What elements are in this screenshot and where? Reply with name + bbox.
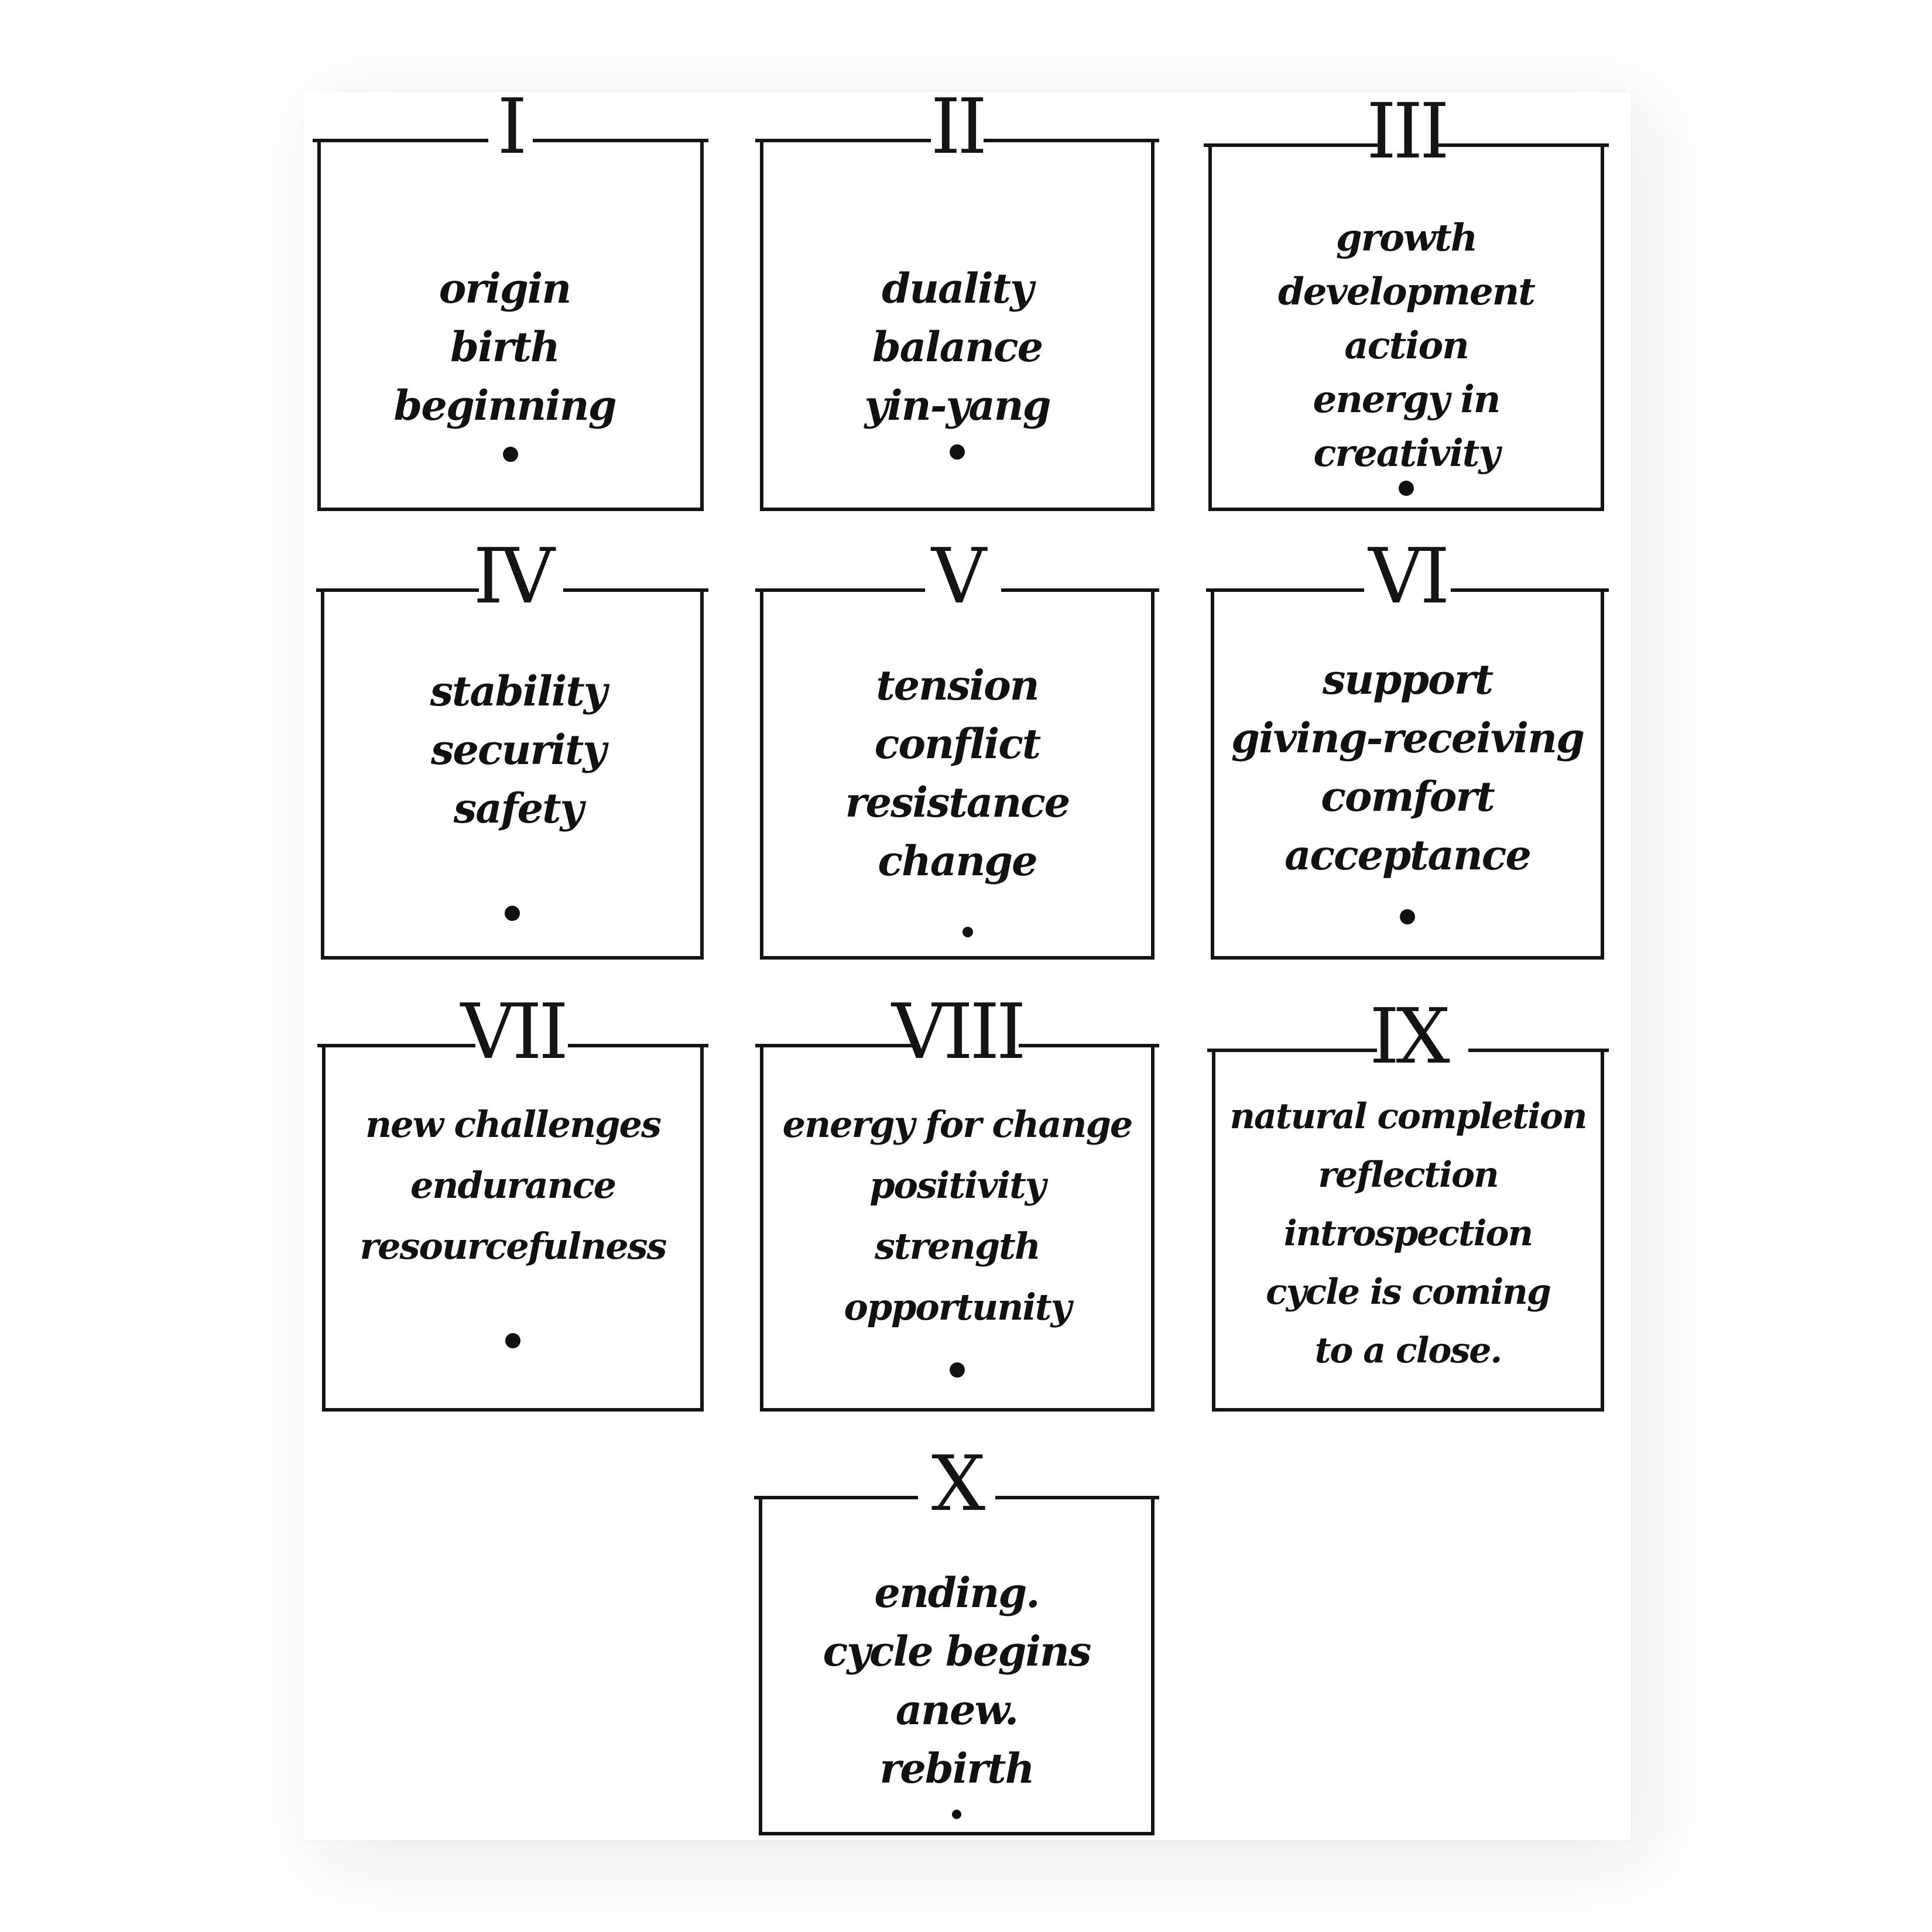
panel-word: strength — [875, 1225, 1041, 1268]
panel-dot — [1399, 481, 1414, 496]
panel-word: rebirth — [879, 1744, 1034, 1793]
panel-1: I origin birth beginning — [313, 88, 708, 511]
panel-numeral: VIII — [892, 987, 1026, 1076]
panel-4: IV stability security safety — [316, 538, 708, 960]
panel-word: creativity — [1313, 431, 1501, 475]
panel-words: natural completion reflection introspect… — [1215, 1087, 1601, 1380]
panel-8: VIII energy for change positivity streng… — [755, 994, 1159, 1412]
panel-word: tension — [876, 661, 1039, 710]
panel-numeral: IV — [473, 532, 554, 621]
panel-words: origin birth beginning — [309, 259, 700, 435]
panel-numeral: V — [931, 532, 986, 621]
panel-dot — [952, 1810, 961, 1819]
panel-word: balance — [872, 323, 1043, 371]
panel-word: growth — [1335, 216, 1478, 260]
panel-words: growth development action energy in crea… — [1212, 211, 1601, 481]
panel-word: acceptance — [1284, 831, 1532, 879]
panel-word: security — [431, 725, 607, 774]
panel-word: ending. — [874, 1568, 1040, 1617]
panel-word: duality — [882, 264, 1033, 313]
panel-word: support — [1322, 655, 1493, 704]
paper-sheet: I origin birth beginning II duality bala… — [303, 88, 1631, 1840]
panel-word: introspection — [1283, 1213, 1533, 1254]
panel-words: support giving-receiving comfort accepta… — [1214, 650, 1601, 885]
panel-word: positivity — [869, 1164, 1046, 1207]
panel-word: origin — [439, 264, 572, 313]
panel-words: energy for change positivity strength op… — [763, 1094, 1151, 1338]
panel-10: X ending. cycle begins anew. rebirth — [754, 1445, 1159, 1835]
panel-dot — [950, 444, 965, 460]
panel-numeral: II — [930, 82, 988, 171]
panel-dot — [950, 1362, 965, 1378]
panel-word: safety — [453, 784, 584, 833]
panel-words: tension conflict resistance change — [763, 656, 1151, 890]
panel-word: endurance — [410, 1164, 616, 1207]
panel-dot — [505, 906, 520, 921]
panel-word: giving-receiving — [1231, 714, 1585, 762]
panel-dot — [1400, 909, 1415, 924]
panel-word: new challenges — [365, 1103, 662, 1146]
panel-dot — [962, 927, 973, 937]
panel-numeral: III — [1366, 87, 1450, 176]
panel-7: VII new challenges endurance resourceful… — [317, 994, 708, 1412]
panel-word: change — [878, 837, 1037, 885]
panel-word: cycle begins — [823, 1627, 1092, 1676]
panel-2: II duality balance yin-yang — [755, 88, 1159, 511]
panel-word: anew. — [895, 1686, 1019, 1734]
panel-words: stability security safety — [336, 662, 700, 838]
panel-numeral: X — [931, 1439, 986, 1528]
panel-word: cycle is coming — [1266, 1272, 1551, 1313]
panel-word: opportunity — [844, 1286, 1071, 1328]
panel-word: beginning — [393, 381, 616, 430]
panel-word: development — [1278, 270, 1536, 314]
panel-6: VI support giving-receiving comfort acce… — [1206, 538, 1609, 960]
panel-dot — [503, 447, 518, 462]
panel-word: energy in — [1313, 378, 1501, 422]
panel-5: V tension conflict resistance change — [755, 538, 1159, 960]
panel-words: duality balance yin-yang — [763, 259, 1151, 435]
panel-word: birth — [450, 323, 560, 371]
panel-word: energy for change — [782, 1103, 1133, 1146]
panel-word: reflection — [1318, 1155, 1499, 1195]
panel-numeral: VII — [460, 987, 569, 1076]
panel-dot — [505, 1333, 520, 1348]
panel-word: comfort — [1321, 772, 1495, 821]
panel-word: action — [1344, 324, 1469, 368]
panel-word: resistance — [845, 778, 1071, 827]
panel-word: stability — [430, 667, 608, 715]
panel-words: ending. cycle begins anew. rebirth — [762, 1564, 1151, 1798]
panel-word: yin-yang — [864, 381, 1051, 430]
panel-word: conflict — [874, 720, 1041, 768]
panel-word: to a close. — [1314, 1330, 1503, 1371]
panel-3: III growth development action energy in … — [1204, 93, 1609, 511]
panel-9: IX natural completion reflection introsp… — [1207, 998, 1609, 1412]
panel-numeral: IX — [1369, 992, 1450, 1081]
panel-word: resourcefulness — [359, 1225, 667, 1268]
panel-numeral: VI — [1368, 532, 1450, 621]
panel-numeral: I — [497, 82, 527, 171]
panel-word: natural completion — [1229, 1096, 1587, 1137]
panel-words: new challenges endurance resourcefulness — [326, 1094, 700, 1277]
